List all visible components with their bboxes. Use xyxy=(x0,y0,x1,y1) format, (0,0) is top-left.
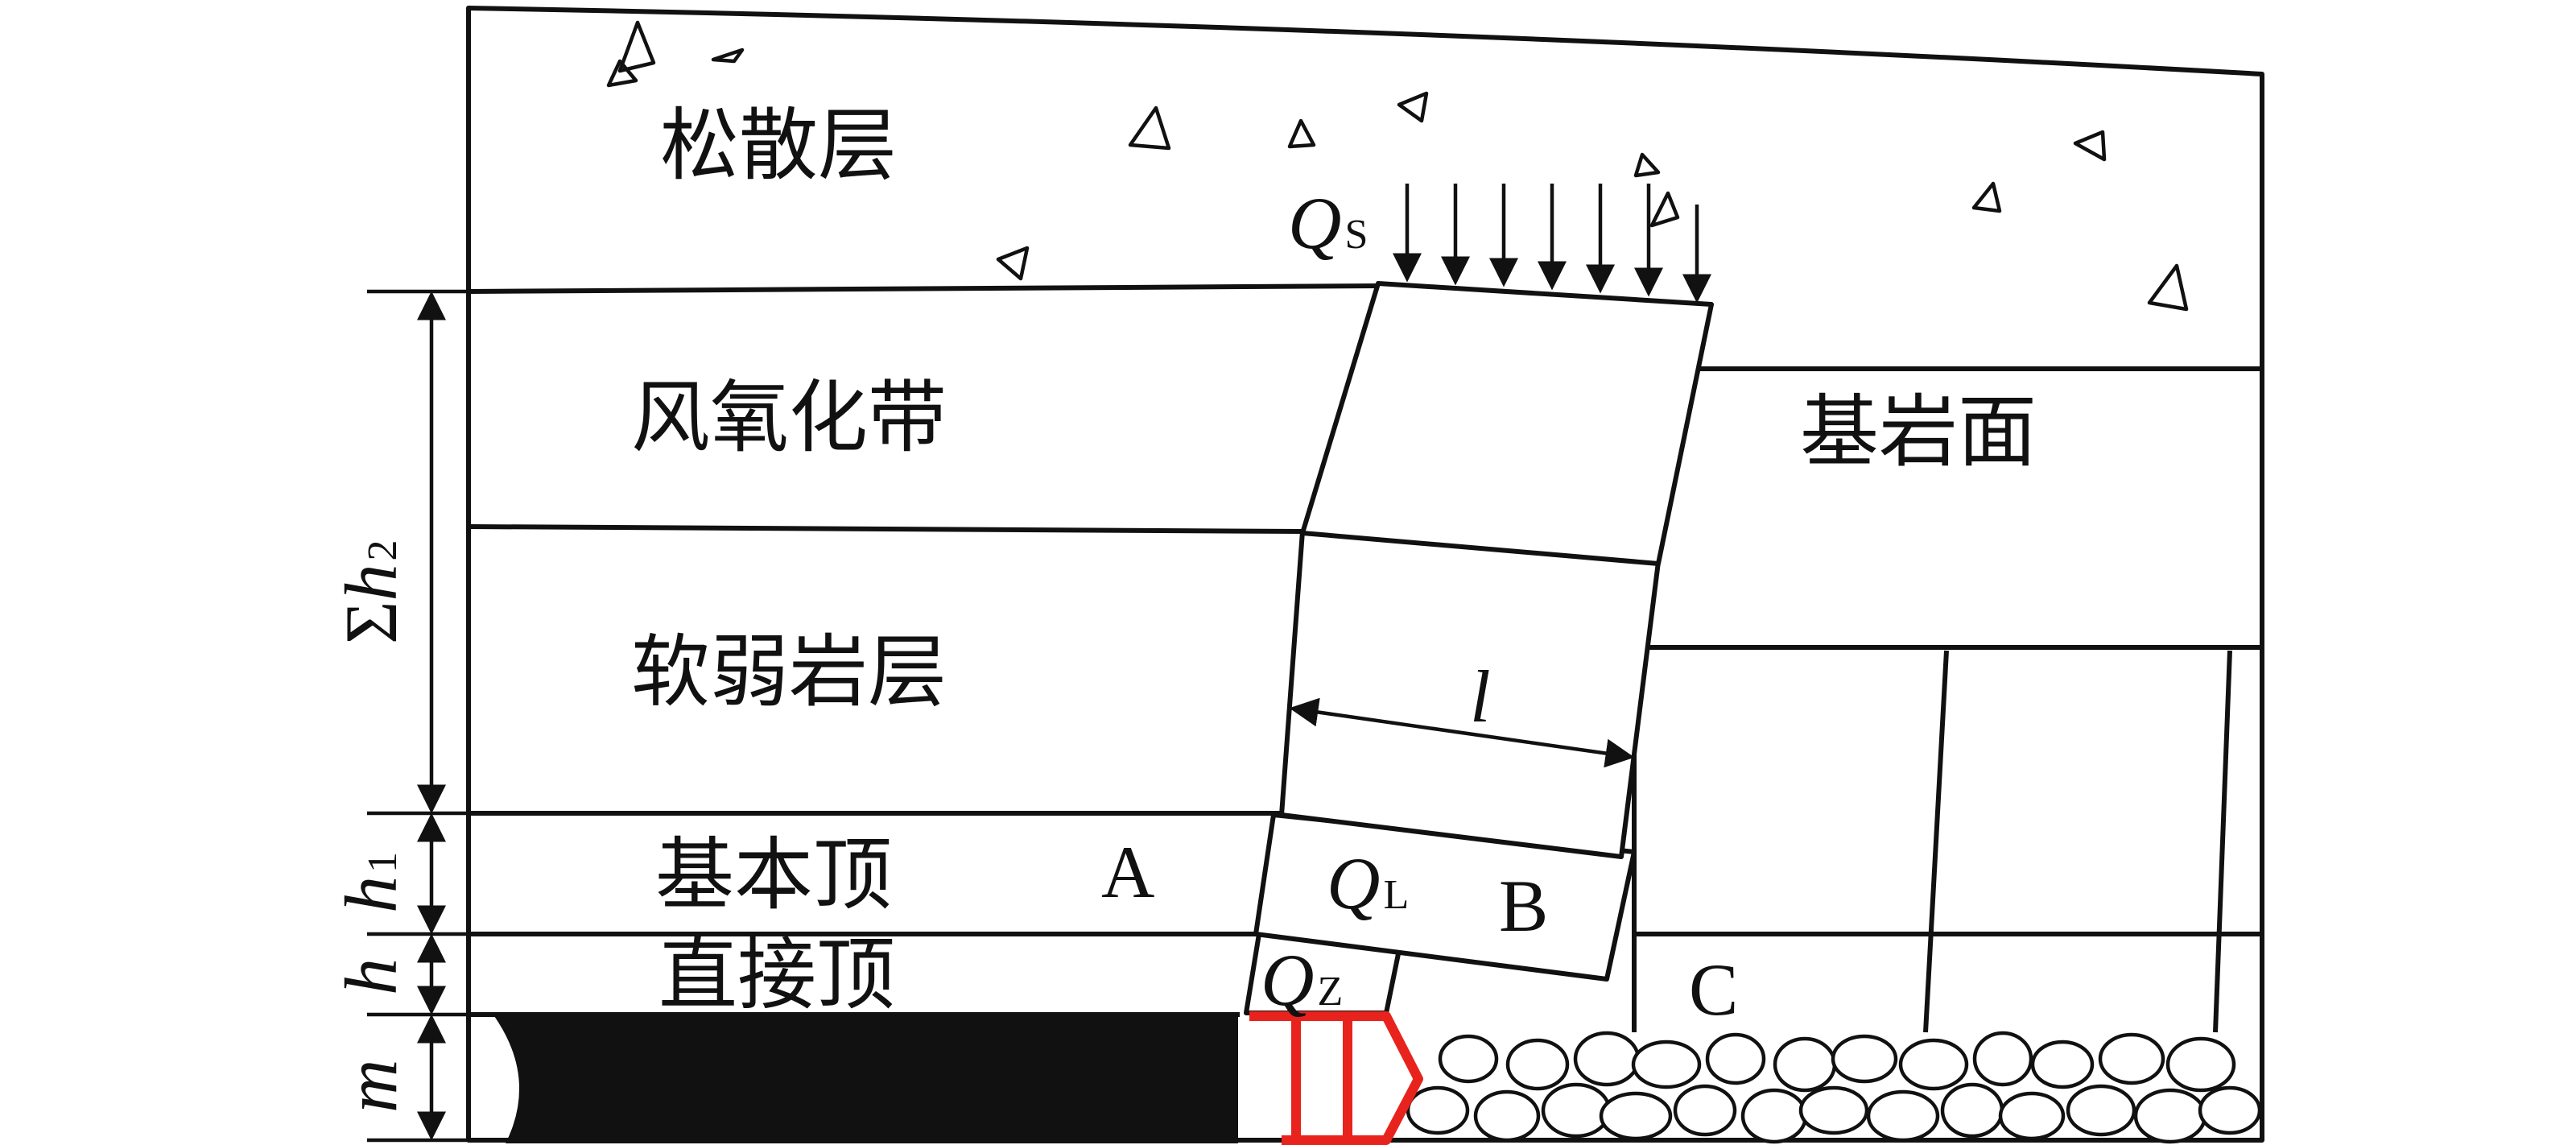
rock-fragment-icon xyxy=(606,59,638,88)
pebble-icon xyxy=(1798,1085,1869,1135)
label-main-roof: 基本顶 xyxy=(655,829,892,921)
pebble-icon xyxy=(2098,1032,2165,1085)
right-strata-lines xyxy=(1632,366,2262,1033)
block-weathered xyxy=(1300,281,1714,566)
label-ql: QL xyxy=(1327,842,1409,924)
pebble-icon xyxy=(1541,1082,1612,1139)
pebble-icon xyxy=(1831,1034,1898,1084)
label-qz: QZ xyxy=(1261,939,1343,1021)
rock-fragment-icon xyxy=(1128,105,1171,151)
label-h: h xyxy=(330,958,412,995)
rock-fragment-icon xyxy=(1287,118,1316,149)
pebble-icon xyxy=(1773,1036,1837,1093)
pebble-icon xyxy=(1673,1084,1737,1137)
pebble-icon xyxy=(1940,1082,2004,1139)
rock-fragment-icon xyxy=(2147,263,2189,312)
label-weathered-zone: 风氧化带 xyxy=(631,372,947,464)
pebble-icon xyxy=(1473,1089,1541,1143)
dimension-l-arrow xyxy=(1289,697,1635,768)
pebble-icon xyxy=(1998,1091,2066,1141)
pebble-icon xyxy=(1972,1031,2033,1087)
pebble-icon xyxy=(1705,1032,1766,1085)
pebble-icon xyxy=(1406,1085,1470,1135)
pebble-icon xyxy=(2030,1040,2095,1089)
pebble-icon xyxy=(2133,1088,2207,1144)
rock-fragments xyxy=(606,20,2189,312)
rock-fragment-icon xyxy=(996,246,1030,281)
rock-fragment-icon xyxy=(1397,91,1429,123)
label-loose-layer: 松散层 xyxy=(660,100,897,192)
label-qs: QS xyxy=(1288,182,1368,264)
pebble-icon xyxy=(1438,1034,1499,1084)
label-m: m xyxy=(330,1060,412,1113)
label-h1: h1 xyxy=(330,852,412,913)
left-strata-lines xyxy=(468,283,1379,1017)
rock-fragment-icon xyxy=(2073,130,2107,162)
label-block-a: A xyxy=(1101,831,1154,913)
label-block-c: C xyxy=(1689,949,1738,1031)
pebble-icon xyxy=(1898,1038,1969,1091)
rock-fragment-icon xyxy=(617,20,656,73)
hydraulic-support-icon xyxy=(1249,1011,1423,1145)
rock-fragment-icon xyxy=(1633,152,1661,178)
pebble-icon xyxy=(1631,1040,1702,1089)
label-sum-h2: Σh2 xyxy=(330,539,412,644)
pebble-icon xyxy=(1740,1088,1808,1144)
pebble-icon xyxy=(2066,1084,2136,1137)
pebble-icon xyxy=(1866,1089,1940,1143)
coal-seam xyxy=(494,1016,1238,1143)
label-block-b: B xyxy=(1499,865,1548,947)
rock-fragment-icon xyxy=(1971,181,2002,213)
label-dimension-l: l xyxy=(1470,655,1491,738)
pebble-icon xyxy=(2198,1085,2262,1135)
pebble-icon xyxy=(1573,1031,1641,1087)
pebble-icon xyxy=(2165,1036,2236,1093)
left-dimensions xyxy=(367,289,469,1143)
rock-fragment-icon xyxy=(1649,191,1680,228)
gob-pebbles xyxy=(1406,1031,2262,1144)
label-soft-rock: 软弱岩层 xyxy=(631,626,947,718)
qs-load-arrows xyxy=(1393,184,1711,304)
label-immediate-roof: 直接顶 xyxy=(658,929,895,1021)
pebble-icon xyxy=(1505,1038,1570,1091)
pebble-icon xyxy=(1599,1091,1673,1141)
rock-fragment-icon xyxy=(711,48,745,64)
label-bedrock-surface: 基岩面 xyxy=(1800,386,2037,478)
outer-frame xyxy=(466,6,2264,1143)
